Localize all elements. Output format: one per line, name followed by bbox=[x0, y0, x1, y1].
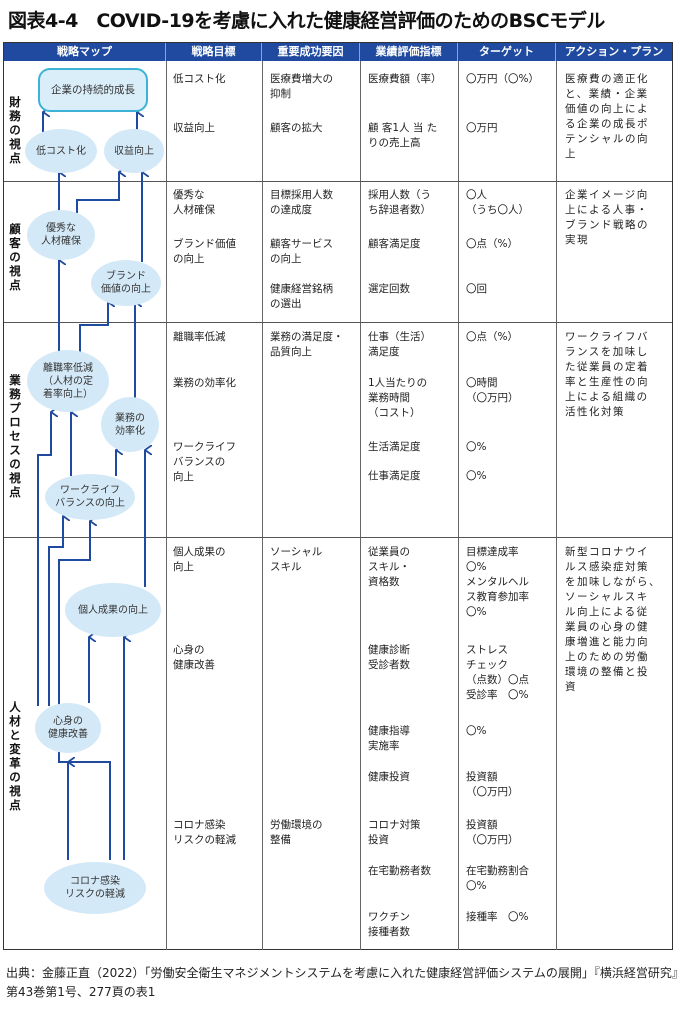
customer-kpi: 選定回数 bbox=[368, 283, 410, 295]
people-objective: 個人成果の 向上 bbox=[173, 546, 226, 573]
people-kpi: コロナ対策 投資 bbox=[368, 819, 421, 846]
bsc-table-frame bbox=[3, 42, 673, 950]
header-kpi: 業績評価指標 bbox=[360, 43, 458, 61]
node-covid-risk: コロナ感染 リスクの軽減 bbox=[44, 862, 146, 914]
row-divider bbox=[4, 181, 672, 182]
node-turnover: 離職率低減 （人材の定 着率向上） bbox=[27, 350, 109, 412]
people-target: 在宅勤務割合 〇% bbox=[466, 865, 529, 892]
row-divider bbox=[4, 322, 672, 323]
customer-action: 企業イメージ向 上による人事・ ブランド戦略の 実現 bbox=[565, 189, 649, 246]
column-divider bbox=[262, 61, 263, 950]
row-divider bbox=[4, 537, 672, 538]
header-action-plan: アクション・プラン bbox=[556, 43, 672, 61]
people-target: 接種率 〇% bbox=[466, 911, 529, 923]
perspective-people: 人材と変革の視点 bbox=[9, 700, 21, 812]
arrow-talent-revenue bbox=[76, 172, 119, 213]
process-objective: ワークライフ バランスの 向上 bbox=[173, 441, 236, 483]
node-health: 心身の 健康改善 bbox=[35, 703, 101, 753]
customer-csf: 健康経営銘柄 の選出 bbox=[270, 283, 333, 310]
column-divider bbox=[166, 61, 167, 950]
node-sustainable-growth: 企業の持続的成長 bbox=[38, 68, 148, 112]
process-target: 〇% bbox=[466, 441, 487, 453]
customer-target: 〇点（%） bbox=[466, 238, 518, 250]
finance-target: 〇万円 bbox=[466, 122, 498, 134]
finance-csf: 医療費増大の 抑制 bbox=[270, 73, 333, 100]
people-target: ストレス チェック （点数）〇点 受診率 〇% bbox=[466, 644, 529, 701]
finance-objective: 低コスト化 bbox=[173, 73, 226, 85]
customer-objective: ブランド価値 の向上 bbox=[173, 238, 236, 265]
process-target: 〇点（%） bbox=[466, 331, 518, 343]
people-kpi: 健康指導 実施率 bbox=[368, 725, 410, 752]
people-kpi: 在宅勤務者数 bbox=[368, 865, 431, 877]
header-target: ターゲット bbox=[458, 43, 556, 61]
people-target: 〇% bbox=[466, 725, 487, 737]
people-objective: 心身の 健康改善 bbox=[173, 644, 215, 671]
process-kpi: 仕事（生活） 満足度 bbox=[368, 331, 431, 358]
finance-objective: 収益向上 bbox=[173, 122, 215, 134]
header-strategy-map: 戦略マップ bbox=[4, 43, 166, 61]
process-target: 〇% bbox=[466, 470, 487, 482]
people-target: 投資額 （〇万円） bbox=[466, 819, 519, 846]
people-csf: ソーシャル スキル bbox=[270, 546, 323, 573]
column-divider bbox=[556, 61, 557, 950]
people-target: 目標達成率 〇% メンタルヘル ス教育参加率 〇% bbox=[466, 546, 529, 618]
header-csf: 重要成功要因 bbox=[262, 43, 360, 61]
people-kpi: ワクチン 接種者数 bbox=[368, 911, 410, 938]
customer-objective: 優秀な 人材確保 bbox=[173, 189, 215, 216]
customer-target: 〇回 bbox=[466, 283, 487, 295]
node-brand: ブランド 価値の向上 bbox=[91, 260, 161, 306]
process-kpi: 生活満足度 bbox=[368, 441, 421, 453]
people-csf: 労働環境の 整備 bbox=[270, 819, 323, 846]
header-objectives: 戦略目標 bbox=[166, 43, 262, 61]
people-kpi: 健康診断 受診者数 bbox=[368, 644, 410, 671]
node-talent: 優秀な 人材確保 bbox=[27, 210, 95, 260]
node-wlb: ワークライフ バランスの向上 bbox=[45, 474, 135, 520]
process-objective: 業務の効率化 bbox=[173, 377, 236, 389]
customer-csf: 顧客サービス の向上 bbox=[270, 238, 333, 265]
perspective-finance: 財務の視点 bbox=[9, 95, 21, 165]
column-divider bbox=[458, 61, 459, 950]
node-performance: 個人成果の向上 bbox=[65, 583, 161, 637]
customer-target: 〇人 （うち〇人） bbox=[466, 189, 529, 216]
node-low-cost: 低コスト化 bbox=[25, 129, 97, 173]
process-objective: 離職率低減 bbox=[173, 331, 226, 343]
process-kpi: 1人当たりの 業務時間 （コスト） bbox=[368, 377, 428, 419]
column-divider bbox=[360, 61, 361, 950]
people-kpi: 健康投資 bbox=[368, 771, 410, 783]
people-objective: コロナ感染 リスクの軽減 bbox=[173, 819, 236, 846]
arrow-covid-wlb bbox=[58, 521, 111, 860]
perspective-customer: 顧客の視点 bbox=[9, 222, 21, 292]
customer-kpi: 採用人数（う ち辞退者数） bbox=[368, 189, 431, 216]
customer-csf: 目標採用人数 の達成度 bbox=[270, 189, 333, 216]
arrow-health-turnover bbox=[37, 412, 51, 706]
finance-kpi: 顧 客1人 当 た りの売上高 bbox=[368, 122, 438, 149]
finance-kpi: 医療費額（率） bbox=[368, 73, 442, 85]
figure-title: 図表4-4 COVID-19を考慮に入れた健康経営評価のためのBSCモデル bbox=[8, 10, 605, 32]
arrow-turnover-brand bbox=[79, 302, 108, 352]
people-target: 投資額 （〇万円） bbox=[466, 771, 519, 798]
arrow-health-wlb bbox=[48, 516, 63, 706]
people-action: 新型コロナウイ ルス感染症対策 を加味しながら、 ソーシャルスキ ル向上による従… bbox=[565, 546, 661, 693]
source-citation: 出典：金藤正直（2022）「労働安全衛生マネジメントシステムを考慮に入れた健康経… bbox=[6, 966, 678, 999]
node-efficiency: 業務の 効率化 bbox=[101, 397, 159, 452]
perspective-process: 業務プロセスの視点 bbox=[9, 373, 21, 499]
process-csf: 業務の満足度・ 品質向上 bbox=[270, 331, 344, 358]
people-kpi: 従業員の スキル・ 資格数 bbox=[368, 546, 410, 588]
finance-target: 〇万円（〇%） bbox=[466, 73, 539, 85]
node-revenue: 収益向上 bbox=[104, 129, 164, 173]
finance-csf: 顧客の拡大 bbox=[270, 122, 323, 134]
process-target: 〇時間 （〇万円） bbox=[466, 377, 519, 404]
process-kpi: 仕事満足度 bbox=[368, 470, 421, 482]
process-action: ワークライフバ ランスを加味し た従業員の定着 率と生産性の向 上による組織の … bbox=[565, 331, 649, 418]
customer-kpi: 顧客満足度 bbox=[368, 238, 421, 250]
finance-action: 医療費の適正化 と、業績・企業 価値の向上によ る企業の成長ポ テンシャルの向 … bbox=[565, 73, 649, 160]
